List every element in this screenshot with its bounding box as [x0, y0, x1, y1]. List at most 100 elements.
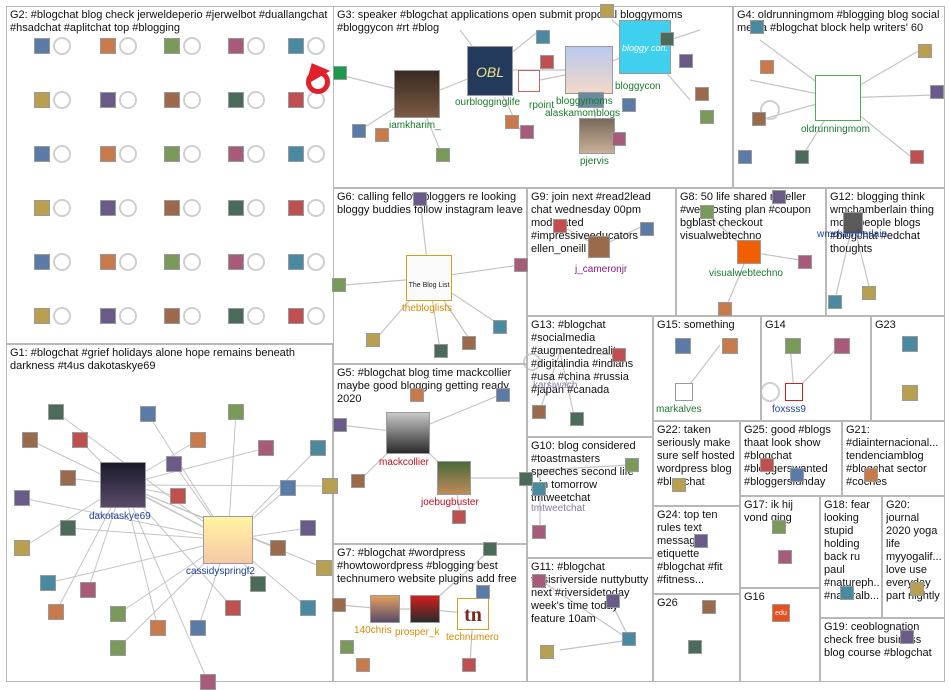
node-avatar-pjervis[interactable] — [579, 118, 615, 154]
node-avatar-markalves[interactable] — [675, 383, 693, 401]
node-avatar[interactable] — [270, 540, 286, 556]
node-avatar[interactable] — [110, 606, 126, 622]
node-avatar[interactable] — [493, 320, 507, 334]
node-avatar[interactable] — [258, 440, 274, 456]
node-avatar[interactable] — [700, 205, 714, 219]
node-avatar-140chris[interactable] — [370, 595, 400, 623]
node-avatar[interactable] — [462, 336, 476, 350]
node-avatar[interactable] — [930, 85, 944, 99]
node-avatar[interactable] — [625, 458, 639, 472]
node-avatar[interactable] — [228, 404, 244, 420]
node-avatar[interactable] — [772, 190, 786, 204]
node-avatar[interactable] — [532, 482, 546, 496]
node-avatar-bloggymoms[interactable] — [565, 46, 613, 94]
node-avatar[interactable] — [100, 92, 116, 108]
node-avatar[interactable] — [190, 620, 206, 636]
node-avatar[interactable] — [834, 338, 850, 354]
node-avatar[interactable] — [672, 478, 686, 492]
node-avatar[interactable] — [910, 582, 924, 596]
node-avatar[interactable] — [340, 640, 354, 654]
node-avatar[interactable] — [100, 146, 116, 162]
node-avatar[interactable] — [100, 308, 116, 324]
node-avatar[interactable] — [280, 480, 296, 496]
node-avatar[interactable] — [333, 66, 347, 80]
node-avatar[interactable] — [170, 488, 186, 504]
node-avatar[interactable] — [288, 92, 304, 108]
node-avatar[interactable] — [785, 338, 801, 354]
node-avatar[interactable] — [900, 630, 914, 644]
node-avatar[interactable] — [752, 112, 766, 126]
node-avatar[interactable] — [910, 150, 924, 164]
node-avatar[interactable] — [622, 632, 636, 646]
node-avatar[interactable] — [496, 388, 510, 402]
node-avatar[interactable] — [14, 490, 30, 506]
node-avatar[interactable] — [795, 150, 809, 164]
node-avatar[interactable] — [250, 576, 266, 592]
node-avatar[interactable] — [80, 582, 96, 598]
node-avatar[interactable] — [333, 418, 347, 432]
node-avatar[interactable] — [228, 92, 244, 108]
node-avatar[interactable] — [164, 308, 180, 324]
node-avatar[interactable] — [790, 468, 804, 482]
node-avatar[interactable] — [702, 600, 716, 614]
node-avatar[interactable] — [514, 258, 528, 272]
node-avatar[interactable] — [40, 575, 56, 591]
node-avatar-dakotaskye69[interactable] — [100, 462, 146, 508]
node-avatar[interactable] — [864, 468, 878, 482]
node-avatar[interactable] — [675, 338, 691, 354]
node-avatar[interactable] — [772, 520, 786, 534]
node-avatar[interactable] — [366, 333, 380, 347]
node-avatar[interactable] — [476, 585, 490, 599]
node-avatar[interactable] — [14, 540, 30, 556]
node-avatar[interactable] — [300, 520, 316, 536]
node-avatar-cassidyspringf2[interactable] — [203, 516, 253, 564]
node-avatar[interactable] — [34, 92, 50, 108]
node-avatar[interactable] — [288, 254, 304, 270]
node-avatar-bloggycon[interactable]: bloggy con. — [619, 20, 671, 74]
node-avatar[interactable] — [375, 128, 389, 142]
node-avatar-visualwebtechno[interactable] — [737, 240, 761, 264]
node-avatar[interactable] — [902, 336, 918, 352]
node-avatar[interactable] — [166, 456, 182, 472]
node-avatar[interactable] — [778, 550, 792, 564]
node-avatar-technumero[interactable]: tn — [457, 598, 489, 630]
node-avatar[interactable] — [828, 295, 842, 309]
node-avatar[interactable] — [862, 286, 876, 300]
node-avatar[interactable] — [700, 110, 714, 124]
node-avatar[interactable] — [798, 255, 812, 269]
node-avatar[interactable] — [100, 200, 116, 216]
node-avatar-joebugbuster[interactable] — [437, 461, 471, 495]
node-avatar[interactable] — [760, 458, 774, 472]
node-avatar-wmchamberlain[interactable] — [843, 212, 863, 234]
node-avatar[interactable] — [322, 478, 338, 494]
node-avatar[interactable] — [351, 474, 365, 488]
node-avatar[interactable] — [100, 38, 116, 54]
node-avatar[interactable] — [436, 148, 450, 162]
node-avatar[interactable] — [679, 54, 693, 68]
node-avatar-oldrunningmom[interactable] — [815, 75, 861, 121]
node-avatar[interactable] — [352, 124, 366, 138]
node-avatar[interactable] — [60, 470, 76, 486]
node-avatar[interactable] — [840, 586, 854, 600]
node-avatar[interactable] — [34, 146, 50, 162]
node-avatar[interactable] — [688, 640, 702, 654]
node-avatar[interactable] — [600, 4, 614, 18]
node-avatar[interactable] — [695, 87, 709, 101]
node-avatar[interactable] — [48, 604, 64, 620]
node-avatar[interactable] — [34, 308, 50, 324]
node-avatar[interactable] — [332, 598, 346, 612]
node-avatar-prosper-k[interactable] — [410, 595, 440, 623]
node-avatar[interactable] — [718, 302, 732, 316]
node-avatar[interactable] — [356, 658, 370, 672]
node-avatar[interactable] — [110, 640, 126, 656]
node-avatar[interactable] — [760, 60, 774, 74]
node-avatar[interactable] — [228, 146, 244, 162]
node-avatar[interactable] — [34, 200, 50, 216]
node-avatar[interactable] — [34, 38, 50, 54]
node-avatar[interactable] — [60, 520, 76, 536]
node-avatar[interactable] — [140, 406, 156, 422]
node-avatar[interactable] — [288, 38, 304, 54]
node-avatar[interactable] — [164, 146, 180, 162]
node-avatar[interactable] — [750, 20, 764, 34]
node-avatar[interactable] — [48, 404, 64, 420]
